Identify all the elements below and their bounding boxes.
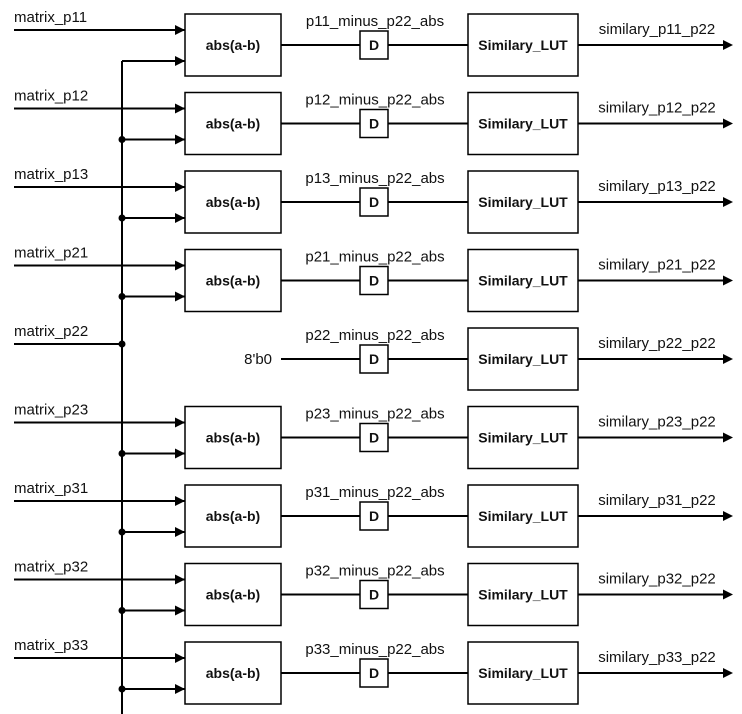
input-label: matrix_p11 [14,9,87,26]
lut-block-label: Similary_LUT [478,37,568,53]
register-label: D [369,351,379,367]
input-arrow [175,574,185,585]
input-label: matrix_p12 [14,88,88,105]
diff-signal-label: p32_minus_p22_abs [305,563,444,580]
abs-block-label: abs(a-b) [206,587,260,603]
diff-signal-label: p21_minus_p22_abs [305,249,444,266]
bus-tap-arrow [175,213,185,223]
lut-block-label: Similary_LUT [478,116,568,132]
constant-label: 8'b0 [244,351,272,368]
register-block [359,30,389,60]
lut-block [467,641,579,705]
abs-block-label: abs(a-b) [206,508,260,524]
abs-block-label: abs(a-b) [206,194,260,210]
output-arrow [723,668,733,678]
diff-signal-label: p12_minus_p22_abs [305,92,444,109]
output-label: similary_p13_p22 [598,178,716,195]
abs-block [184,641,282,705]
input-arrow [175,103,185,114]
diff-signal-label: p11_minus_p22_abs [306,13,444,30]
bus-tap-arrow [175,56,185,66]
abs-block [184,13,282,77]
lut-block-label: Similary_LUT [478,194,568,210]
lut-block-label: Similary_LUT [478,508,568,524]
bus-tap-arrow [175,527,185,537]
lut-block-label: Similary_LUT [478,273,568,289]
bus-tap-arrow [175,684,185,694]
output-label: similary_p21_p22 [598,257,716,274]
lut-block-label: Similary_LUT [478,430,568,446]
input-label: matrix_p33 [14,637,88,654]
diff-signal-label: p23_minus_p22_abs [305,406,444,423]
input-arrow [175,417,185,428]
lut-block [467,248,579,313]
register-block [359,187,389,217]
register-label: D [369,116,379,132]
output-label: similary_p22_p22 [598,335,716,352]
lut-block [467,484,579,548]
register-label: D [369,37,379,53]
register-label: D [369,430,379,446]
abs-block-label: abs(a-b) [206,116,260,132]
input-label: matrix_p32 [14,559,88,576]
register-label: D [369,587,379,603]
diff-signal-label: p22_minus_p22_abs [305,327,444,344]
output-arrow [723,197,733,207]
output-label: similary_p12_p22 [598,100,716,117]
abs-block-label: abs(a-b) [206,430,260,446]
input-label: matrix_p23 [14,402,88,419]
lut-block [467,327,579,391]
register-block [359,658,389,688]
output-label: similary_p11_p22 [599,21,715,38]
register-label: D [369,665,379,681]
bus-tap-arrow [175,448,185,459]
bus-tap-arrow [175,291,185,302]
output-arrow [723,275,733,286]
output-arrow [723,118,733,129]
lut-block [467,405,579,470]
register-block [359,422,389,453]
output-label: similary_p32_p22 [598,571,716,588]
input-arrow [175,496,185,506]
abs-block [184,248,282,313]
input-arrow [175,182,185,192]
bus-tap-arrow [175,134,185,145]
register-label: D [369,194,379,210]
input-label: matrix_p13 [14,166,88,183]
output-arrow [723,354,733,364]
abs-block-label: abs(a-b) [206,37,260,53]
lut-block [467,91,579,156]
diff-signal-label: p13_minus_p22_abs [305,170,444,187]
abs-block-label: abs(a-b) [206,665,260,681]
bus-tap-arrow [175,605,185,616]
diff-signal-label: p33_minus_p22_abs [305,641,444,658]
abs-block-label: abs(a-b) [206,273,260,289]
lut-block [467,170,579,234]
lut-block [467,13,579,77]
input-arrow [175,25,185,35]
input-label: matrix_p31 [14,480,88,497]
lut-block-label: Similary_LUT [478,587,568,603]
output-arrow [723,511,733,521]
output-arrow [723,589,733,600]
output-arrow [723,432,733,443]
lut-block-label: Similary_LUT [478,665,568,681]
lut-block-label: Similary_LUT [478,351,568,367]
output-label: similary_p23_p22 [598,414,716,431]
output-arrow [723,40,733,50]
register-block [359,265,389,296]
register-label: D [369,508,379,524]
input-arrow [175,260,185,271]
abs-block [184,484,282,548]
input-label: matrix_p21 [14,245,88,262]
input-label: matrix_p22 [14,323,88,340]
abs-block [184,91,282,156]
input-arrow [175,653,185,663]
output-label: similary_p33_p22 [598,649,716,666]
output-label: similary_p31_p22 [598,492,716,509]
abs-block [184,405,282,470]
register-label: D [369,273,379,289]
diff-signal-label: p31_minus_p22_abs [305,484,444,501]
